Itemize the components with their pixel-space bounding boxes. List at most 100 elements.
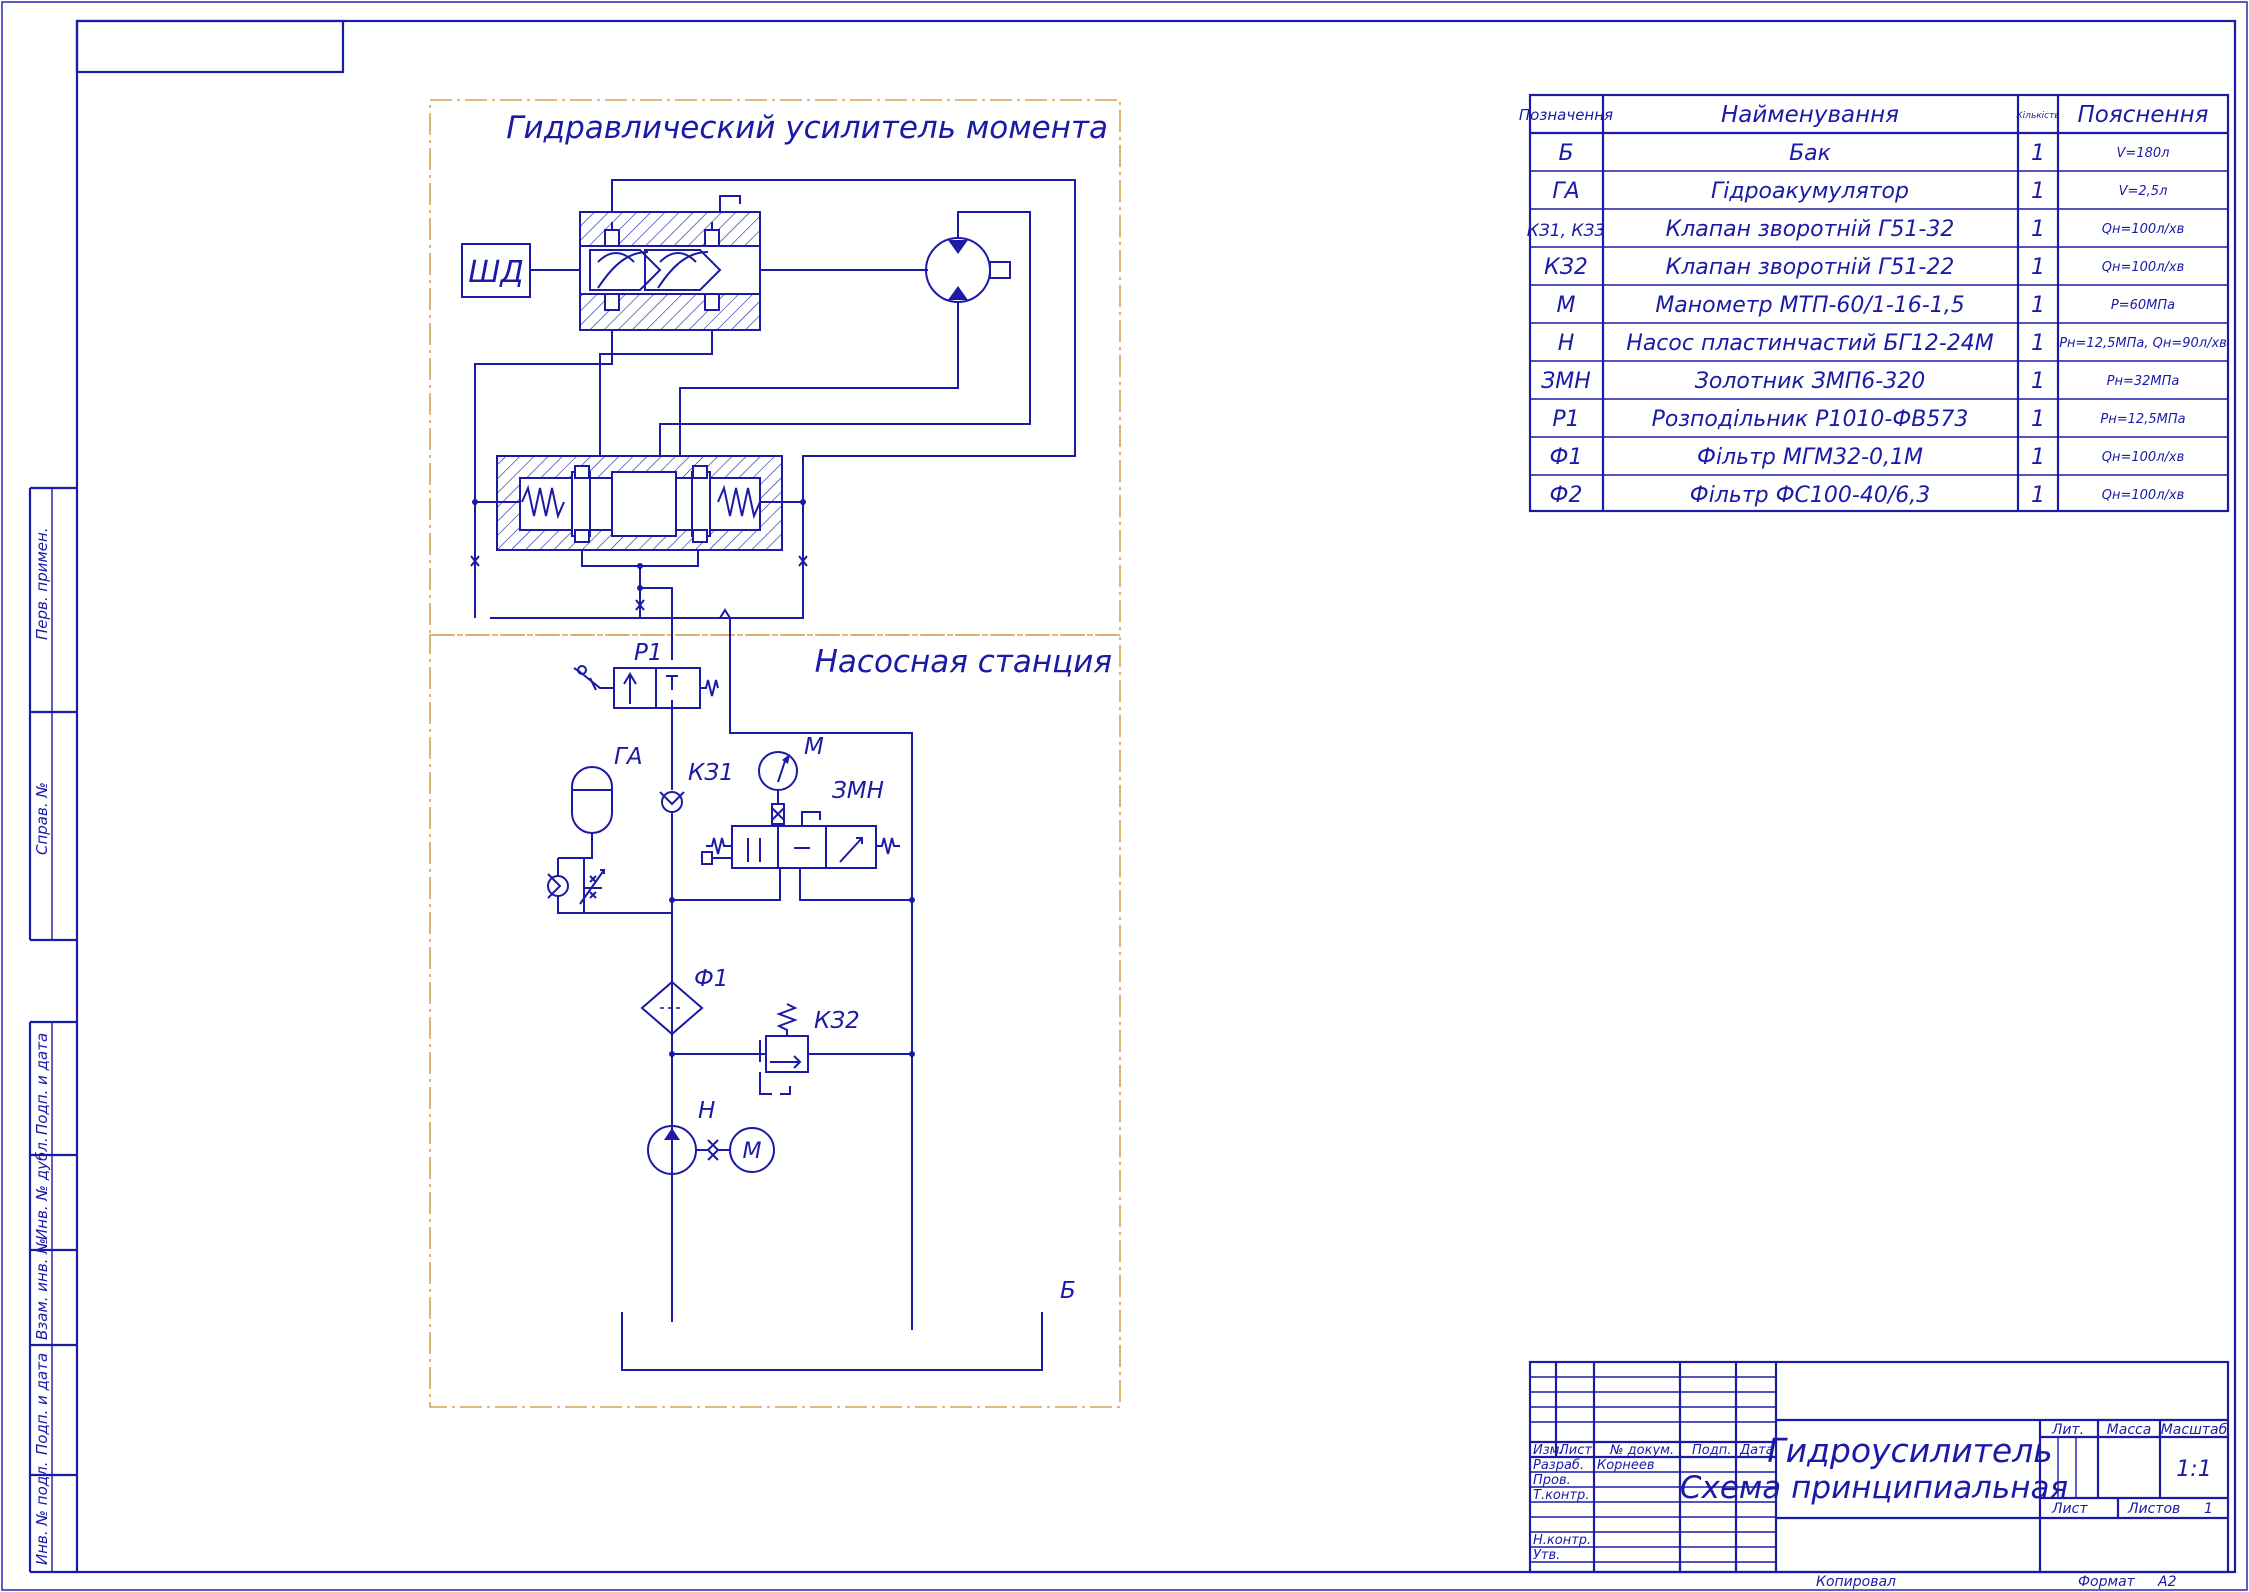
corner-box — [75, 19, 345, 74]
spec-cell-designation: ГА — [1552, 179, 1579, 204]
spec-cell-name: Фільтр МГМ32-0,1М — [1697, 445, 1923, 470]
tb-format-value: A2 — [2157, 1574, 2177, 1590]
side-stamp: Перв. примен. Справ. № Подп. и дата Инв.… — [28, 486, 77, 1574]
label-motor: М — [743, 1139, 762, 1164]
spec-cell-qty: 1 — [2031, 331, 2045, 356]
tb-razrab-name: Корнеев — [1597, 1458, 1655, 1473]
tb-scale-value: 1:1 — [2176, 1457, 2211, 1482]
tank-b: Б — [621, 1278, 1076, 1371]
spec-cell-name: Фільтр ФС100-40/6,3 — [1690, 483, 1930, 508]
spec-cell-name: Розподільник Р1010-ФВ573 — [1652, 407, 1969, 432]
label-zmn: ЗМН — [832, 778, 884, 804]
spec-cell-qty: 1 — [2031, 179, 2045, 204]
label-r1: Р1 — [634, 640, 663, 666]
spec-cell-designation: Б — [1558, 141, 1573, 166]
manometer-m: М — [758, 734, 824, 825]
spec-cell-note: Pн=12,5МПа, Qн=90л/хв — [2059, 336, 2227, 351]
title-line2: Схема принципиальная — [1680, 1470, 2068, 1506]
tb-massa: Масса — [2107, 1422, 2152, 1438]
distributor-r1: Р1 — [573, 640, 719, 709]
title-line1: Гидроусилитель — [1767, 1431, 2053, 1470]
label-k31: КЗ1 — [688, 760, 734, 786]
spec-cell-designation: ЗМН — [1541, 369, 1591, 394]
spec-cell-note: Qн=100л/хв — [2102, 222, 2184, 237]
spec-header-designation: Позначення — [1519, 106, 1613, 124]
relief-valve-k32: КЗ2 — [669, 1003, 915, 1095]
spec-cell-qty: 1 — [2031, 407, 2045, 432]
spec-cell-qty: 1 — [2031, 369, 2045, 394]
label-tank: Б — [1060, 1278, 1076, 1304]
spool-valve-zmn: ЗМН — [669, 778, 915, 903]
spec-cell-note: V=2,5л — [2119, 184, 2168, 199]
spec-cell-designation: Ф2 — [1550, 483, 1583, 508]
spec-cell-designation: КЗ2 — [1544, 255, 1588, 280]
spec-cell-name: Золотник ЗМП6-320 — [1695, 369, 1925, 394]
stamp-inv-podl: Инв. № подл. — [33, 1462, 51, 1565]
spec-cell-qty: 1 — [2031, 445, 2045, 470]
stepper-drive: ШД — [461, 243, 580, 298]
tb-list-label: Лист — [2051, 1501, 2088, 1517]
spec-cell-name: Гідроакумулятор — [1711, 179, 1909, 204]
tb-format-label: Формат — [2078, 1574, 2136, 1590]
stamp-perv-primen: Перв. примен. — [33, 527, 51, 640]
spec-header-name: Найменування — [1721, 102, 1899, 128]
spec-cell-note: V=180л — [2117, 146, 2170, 161]
spec-table: Позначення Найменування Кількість Поясне… — [1519, 93, 2230, 513]
tb-col-podp: Подп. — [1692, 1443, 1731, 1458]
spec-cell-qty: 1 — [2031, 255, 2045, 280]
boundary-pump-station — [429, 634, 1121, 1408]
tb-col-data: Дата — [1739, 1443, 1774, 1458]
spec-table-row: ГА Гідроакумулятор 1 V=2,5л — [1552, 179, 2167, 204]
spec-cell-qty: 1 — [2031, 217, 2045, 242]
stamp-vzam-inv: Взам. инв. № — [33, 1238, 51, 1340]
tb-col-doc: № докум. — [1609, 1443, 1674, 1458]
electric-motor: М — [729, 1127, 775, 1173]
stamp-sprav-no: Справ. № — [33, 782, 51, 855]
tb-nkontr: Н.контр. — [1533, 1533, 1591, 1548]
spec-cell-name: Бак — [1789, 141, 1832, 166]
stamp-podp-data-2: Подп. и дата — [33, 1353, 51, 1455]
title-block: Гидроусилитель Схема принципиальная Изм.… — [1528, 1360, 2230, 1574]
tb-lit: Лит. — [2051, 1422, 2084, 1438]
label-ga: ГА — [614, 744, 643, 770]
spec-cell-qty: 1 — [2031, 293, 2045, 318]
spec-table-row: Н Насос пластинчастий БГ12-24М 1 Pн=12,5МПа… — [1558, 331, 2227, 356]
top-pipelines — [474, 179, 1076, 619]
tb-masshtab: Масштаб — [2161, 1422, 2228, 1438]
label-f1: Ф1 — [694, 966, 728, 992]
spec-cell-name: Клапан зворотній Г51-22 — [1666, 255, 1955, 280]
hydraulic-motor — [925, 237, 1011, 303]
tb-utv: Утв. — [1533, 1548, 1560, 1563]
spec-header-qty: Кількість — [2016, 111, 2059, 121]
spec-cell-note: Qн=100л/хв — [2102, 488, 2184, 503]
spec-cell-designation: Н — [1558, 331, 1575, 356]
tb-listov-value: 1 — [2204, 1501, 2213, 1517]
filter-f1: Ф1 — [640, 966, 728, 1036]
spec-cell-note: Pн=32МПа — [2107, 374, 2180, 389]
label-k32: КЗ2 — [814, 1008, 860, 1034]
spec-cell-name: Насос пластинчастий БГ12-24М — [1626, 331, 1993, 356]
spec-cell-designation: Ф1 — [1550, 445, 1583, 470]
stamp-inv-dubl: Инв. № дубл. — [33, 1137, 51, 1240]
spec-cell-note: Pн=12,5МПа — [2100, 412, 2185, 427]
spec-header-note: Пояснення — [2078, 102, 2209, 128]
accumulator-ga: ГА — [547, 744, 672, 914]
section-title-torque-amplifier: Гидравлический усилитель момента — [506, 110, 1108, 146]
spec-cell-name: Клапан зворотній Г51-32 — [1666, 217, 1955, 242]
tb-razrab: Разраб. — [1533, 1458, 1584, 1473]
section-title-pump-station: Насосная станция — [815, 644, 1112, 680]
drawing-frame — [75, 19, 2237, 1574]
main-spool-distributor — [472, 455, 806, 551]
tb-col-izm: Изм. — [1533, 1443, 1564, 1458]
stamp-podp-data-1: Подп. и дата — [33, 1033, 51, 1135]
spec-cell-note: P=60МПа — [2111, 298, 2175, 313]
